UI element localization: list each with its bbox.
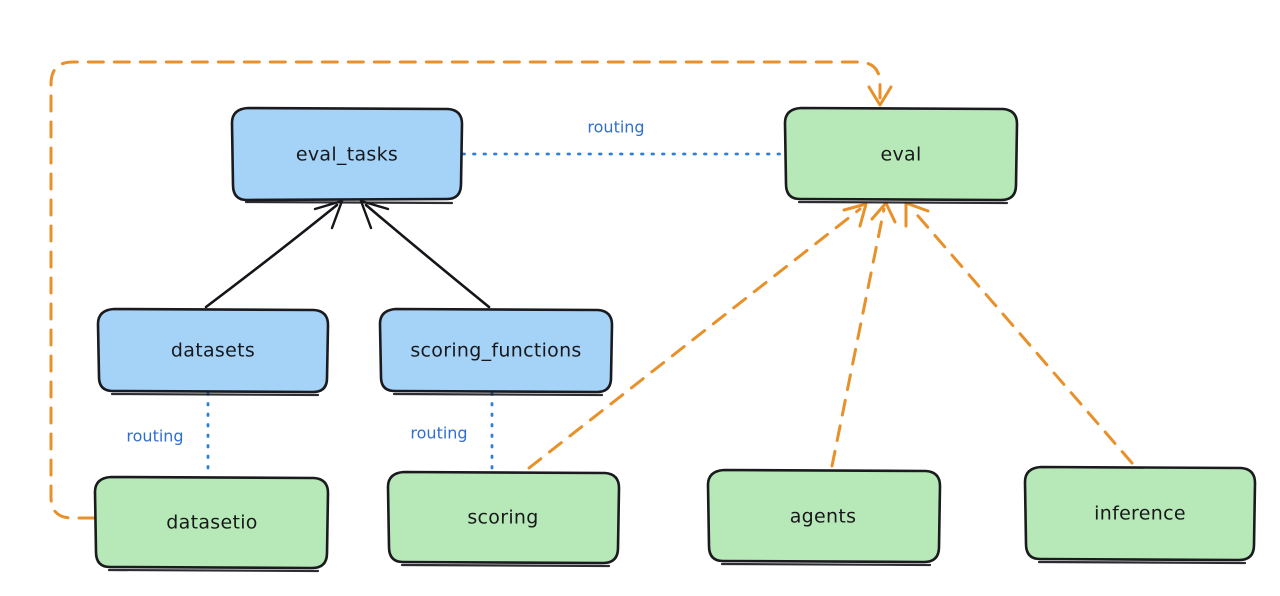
node-label-eval: eval [880,144,921,166]
routing-label-eval: routing [587,118,644,137]
edge-datasets-to-eval_tasks [204,199,344,309]
edge-scoring-to-eval [527,202,868,470]
node-label-datasetio: datasetio [166,512,257,534]
node-datasetio[interactable]: datasetio [93,475,330,573]
node-label-eval_tasks: eval_tasks [296,144,398,166]
node-label-agents: agents [790,506,857,528]
node-scoring_functions[interactable]: scoring_functions [378,307,614,397]
edge-inference-to-eval [904,201,1134,465]
node-eval[interactable]: eval [783,106,1019,205]
node-label-scoring_functions: scoring_functions [410,340,581,362]
node-label-scoring: scoring [467,507,538,529]
node-eval_tasks[interactable]: eval_tasks [230,106,464,205]
edge-datasets-to-datasetio: routing [126,391,210,478]
node-scoring[interactable]: scoring [386,470,621,568]
edge-scoring_functions-to-scoring: routing [410,391,494,473]
edge-agents-to-eval [830,201,897,468]
node-inference[interactable]: inference [1023,465,1257,565]
node-label-datasets: datasets [171,340,255,362]
node-datasets[interactable]: datasets [96,307,330,397]
node-label-inference: inference [1094,503,1186,525]
edge-datasetio-to-eval [49,60,893,520]
routing-label-scoring: routing [410,424,467,443]
edge-scoring_functions-to-eval_tasks [359,199,491,309]
routing-label-datasetio: routing [126,427,183,446]
edge-eval_tasks-to-eval: routing [461,118,786,156]
node-agents[interactable]: agents [706,468,942,567]
